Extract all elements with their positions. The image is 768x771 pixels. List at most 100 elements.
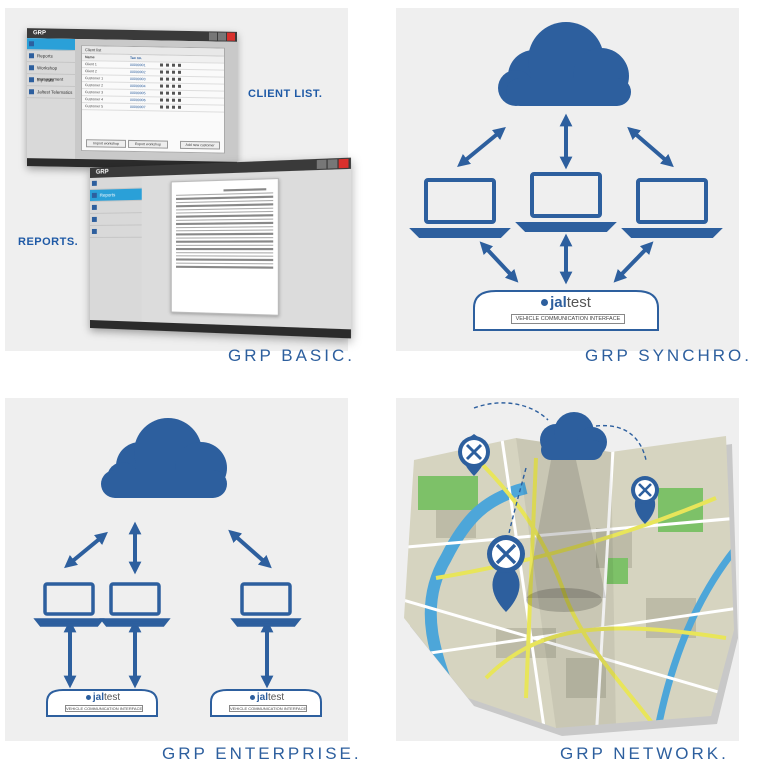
jaltest-logo: jaltest xyxy=(236,691,298,703)
workshop-icon xyxy=(92,205,97,210)
sync-arrow xyxy=(69,536,103,564)
cell-tax: 00000004 xyxy=(130,83,146,89)
content-area: Client list NameTax no. Client 100000001… xyxy=(75,39,237,170)
enterprise-diagram xyxy=(5,398,348,741)
cell-tax: 00000003 xyxy=(130,76,146,82)
client-list-window: GRP Reports Workshop management My tests… xyxy=(27,28,237,170)
report-document xyxy=(171,178,279,316)
jaltest-logo: jaltest xyxy=(72,691,134,703)
cell-tax: 00000006 xyxy=(130,97,146,103)
sidebar-item-workshop[interactable] xyxy=(90,201,142,214)
laptop-icon xyxy=(414,180,506,236)
app-title: GRP xyxy=(96,167,109,178)
network-link xyxy=(474,403,548,420)
row-actions-icon[interactable] xyxy=(160,98,184,101)
cell-tax: 00000001 xyxy=(130,62,146,68)
cell-name: Client 2 xyxy=(85,69,97,73)
logo-dot-icon xyxy=(86,695,91,700)
tests-icon xyxy=(92,217,97,222)
maximize-icon[interactable] xyxy=(218,33,226,41)
export-workshop-button[interactable]: Export workshop xyxy=(128,140,168,149)
cell-name: Customer 4 xyxy=(85,97,103,101)
close-icon[interactable] xyxy=(339,159,349,168)
sidebar: Reports xyxy=(90,176,142,330)
laptop-icon xyxy=(520,174,612,230)
caption-basic: GRP BASIC. xyxy=(228,346,355,366)
add-customer-button[interactable]: Add new customer xyxy=(180,141,220,150)
sidebar-label: Jaltest Telematics xyxy=(37,89,72,95)
sidebar-item-workshop[interactable]: Workshop management xyxy=(27,62,75,75)
cell-tax: 00000005 xyxy=(130,90,146,96)
row-actions-icon[interactable] xyxy=(160,105,184,108)
cloud-icon xyxy=(540,412,607,460)
laptop-icon xyxy=(234,584,298,625)
grp-basic-panel: GRP Reports Workshop management My tests… xyxy=(5,8,348,351)
laptop-icon xyxy=(37,584,101,625)
clients-icon xyxy=(29,41,34,46)
minimize-icon[interactable] xyxy=(209,32,217,40)
row-actions-icon[interactable] xyxy=(160,70,184,73)
sidebar: Reports Workshop management My tests Jal… xyxy=(27,38,75,167)
content-area xyxy=(142,169,351,339)
import-workshop-button[interactable]: Import workshop xyxy=(86,139,126,148)
logo-light: test xyxy=(567,294,591,311)
workshop-icon xyxy=(29,65,34,70)
row-actions-icon[interactable] xyxy=(160,63,184,66)
logo-light: test xyxy=(104,692,120,703)
close-icon[interactable] xyxy=(227,33,235,41)
sync-arrow xyxy=(484,246,514,278)
sync-arrow xyxy=(233,534,267,564)
cloud-icon xyxy=(498,22,631,106)
sidebar-item-tests[interactable] xyxy=(90,213,142,226)
network-map xyxy=(396,398,739,741)
laptop-icon xyxy=(103,584,167,625)
logo-strong: jal xyxy=(257,692,268,703)
sync-arrow xyxy=(462,131,501,163)
caption-enterprise: GRP ENTERPRISE. xyxy=(162,744,362,764)
grp-network-panel xyxy=(396,398,739,741)
row-actions-icon[interactable] xyxy=(160,91,184,94)
laptop-icon xyxy=(626,180,718,236)
cell-tax: 00000007 xyxy=(130,104,146,110)
sidebar-label: Reports xyxy=(37,53,53,58)
logo-strong: jal xyxy=(93,692,104,703)
column-header: Name xyxy=(85,55,95,59)
cell-name: Client 1 xyxy=(85,62,97,66)
tests-icon xyxy=(29,77,34,82)
cell-name: Customer 3 xyxy=(85,90,103,94)
logo-dot-icon xyxy=(250,695,255,700)
logo-light: test xyxy=(268,692,284,703)
cloud-icon xyxy=(101,418,227,498)
logo-strong: jal xyxy=(550,294,567,311)
jaltest-logo: jaltest xyxy=(516,293,616,311)
sync-arrow xyxy=(632,131,669,163)
sidebar-label: Reports xyxy=(100,192,116,197)
app-title: GRP xyxy=(33,28,46,38)
vci-label: VEHICLE COMMUNICATION INTERFACE xyxy=(229,705,307,712)
vci-label: VEHICLE COMMUNICATION INTERFACE xyxy=(65,705,143,712)
telematics-icon xyxy=(92,229,97,234)
sidebar-item-clients[interactable] xyxy=(27,38,75,51)
minimize-icon[interactable] xyxy=(317,160,327,169)
cell-name: Customer 1 xyxy=(85,76,103,80)
park xyxy=(418,476,478,510)
sidebar-item-telematics[interactable]: Jaltest Telematics xyxy=(27,86,75,99)
row-actions-icon[interactable] xyxy=(160,77,184,80)
caption-synchro: GRP SYNCHRO. xyxy=(585,346,752,366)
column-header: Tax no. xyxy=(130,55,142,61)
grp-enterprise-panel: jaltest VEHICLE COMMUNICATION INTERFACE … xyxy=(5,398,348,741)
sidebar-item-reports[interactable]: Reports xyxy=(27,50,75,63)
cell-tax: 00000002 xyxy=(130,69,146,75)
sync-arrow xyxy=(618,246,649,278)
row-actions-icon[interactable] xyxy=(160,84,184,87)
cell-name: Customer 5 xyxy=(85,104,103,108)
sidebar-item-tests[interactable]: My tests xyxy=(27,74,75,87)
reports-window: GRP Reports xyxy=(90,158,351,339)
telematics-icon xyxy=(29,89,34,94)
cell-name: Customer 2 xyxy=(85,83,103,87)
grp-synchro-panel: jaltest VEHICLE COMMUNICATION INTERFACE xyxy=(396,8,739,351)
table-row[interactable]: Customer 5 00000007 xyxy=(82,103,224,112)
sidebar-item-telematics[interactable] xyxy=(90,225,142,238)
reports-icon xyxy=(29,53,34,58)
maximize-icon[interactable] xyxy=(328,159,338,168)
